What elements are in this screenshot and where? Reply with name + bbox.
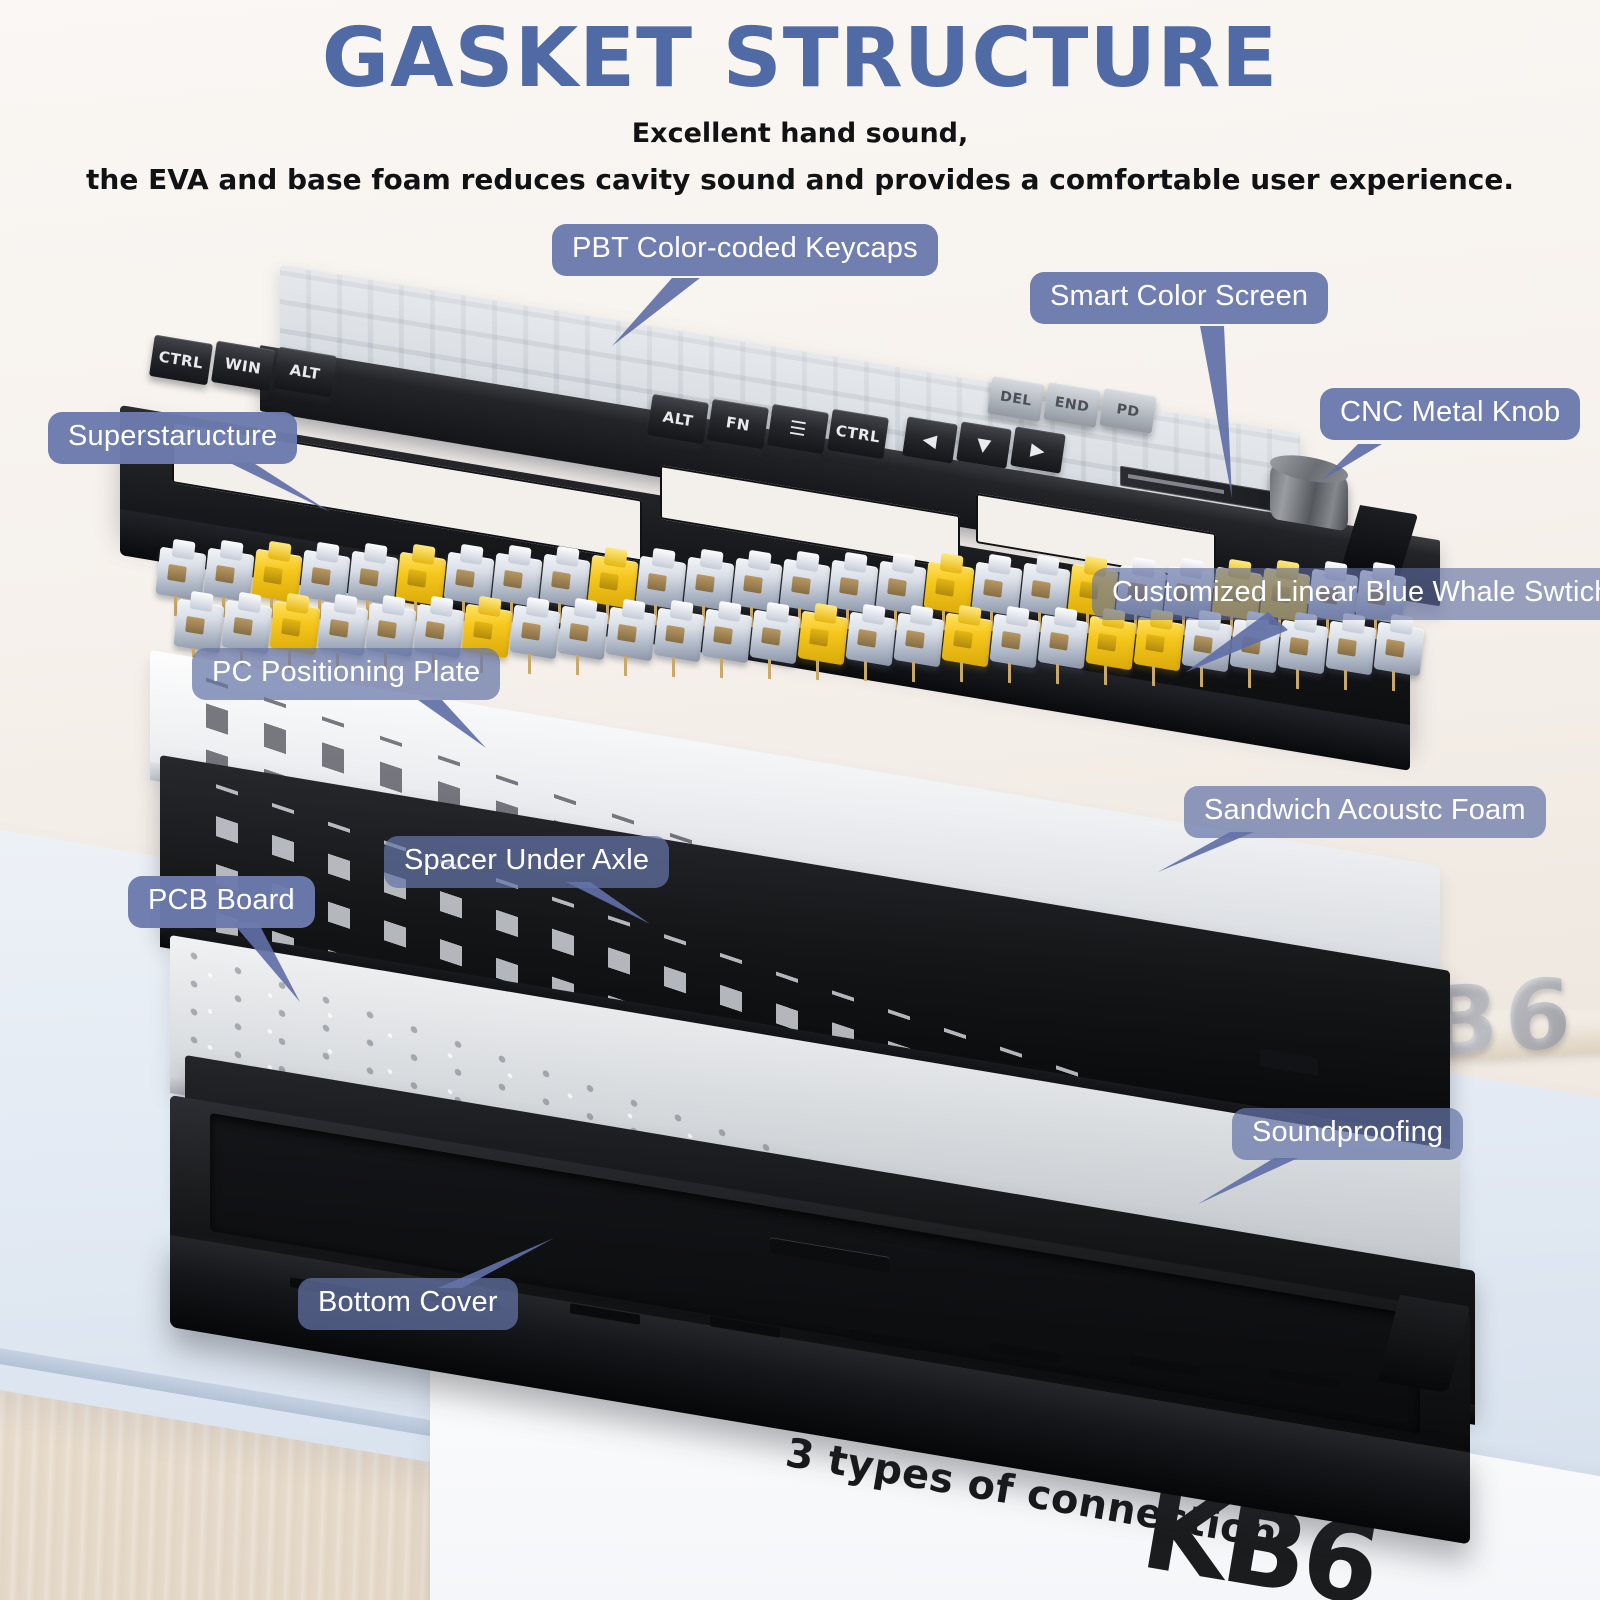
- keycap-win: WIN: [211, 340, 275, 392]
- callout-cnc-knob[interactable]: CNC Metal Knob: [1320, 388, 1581, 440]
- subtitle-line-2: the EVA and base foam reduces cavity sou…: [86, 163, 1514, 196]
- smart-color-screen: [1120, 465, 1280, 513]
- mechanical-switch: [221, 599, 273, 655]
- keycap-ctrl-left: CTRL: [149, 334, 213, 386]
- mechanical-switch: [173, 598, 225, 654]
- callout-blue-whale-switch[interactable]: Customized Linear Blue Whale Swtich: [1092, 568, 1600, 620]
- callout-bottom-cover[interactable]: Bottom Cover: [298, 1278, 518, 1330]
- callout-pc-plate[interactable]: PC Positioning Plate: [192, 648, 501, 700]
- callout-soundproofing[interactable]: Soundproofing: [1232, 1108, 1464, 1160]
- page-title: GASKET STRUCTURE: [321, 11, 1279, 106]
- mechanical-switch: [269, 600, 321, 656]
- callout-sandwich-foam[interactable]: Sandwich Acoustc Foam: [1184, 786, 1546, 838]
- callout-superstructure[interactable]: Superstaructure: [48, 412, 298, 464]
- cnc-metal-knob: [1270, 462, 1348, 532]
- callout-pbt-keycaps[interactable]: PBT Color-coded Keycaps: [552, 224, 938, 276]
- callout-smart-screen[interactable]: Smart Color Screen: [1030, 272, 1329, 324]
- subtitle-line-1: Excellent hand sound,: [631, 118, 969, 149]
- callout-pcb-board[interactable]: PCB Board: [128, 876, 315, 928]
- callout-spacer-axle[interactable]: Spacer Under Axle: [384, 836, 670, 888]
